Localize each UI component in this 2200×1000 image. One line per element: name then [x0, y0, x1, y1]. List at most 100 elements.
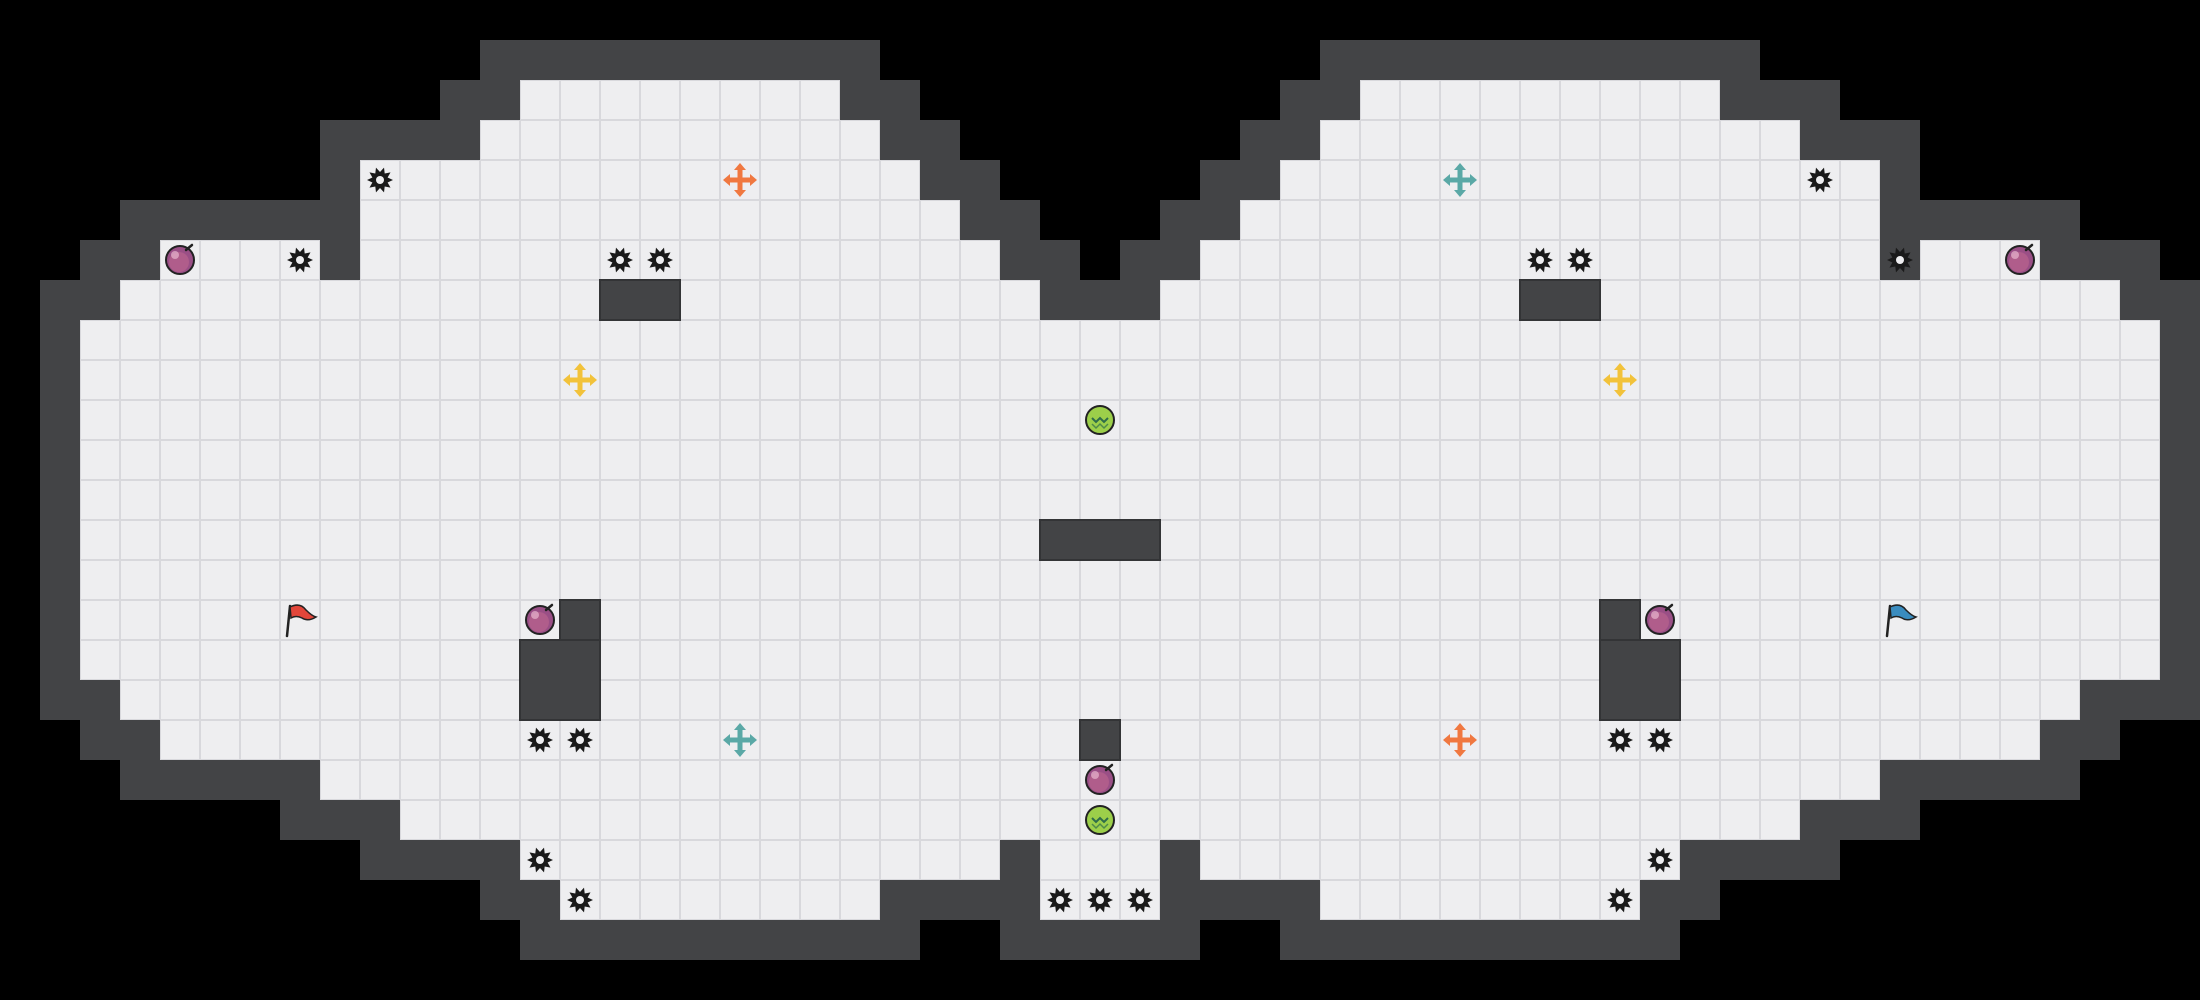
floor-tile: [480, 520, 520, 560]
boost-arrows-icon[interactable]: [1603, 363, 1637, 397]
floor-tile: [1080, 360, 1120, 400]
boost-arrows-icon[interactable]: [563, 363, 597, 397]
floor-tile: [240, 720, 280, 760]
floor-tile: [1360, 360, 1400, 400]
floor-tile: [1240, 480, 1280, 520]
wall-tile: [40, 480, 80, 520]
team-flag-icon-blue[interactable]: [1885, 604, 1918, 638]
floor-tile: [1400, 880, 1440, 920]
floor-tile: [1360, 120, 1400, 160]
floor-tile: [1320, 640, 1360, 680]
boost-arrows-icon[interactable]: [723, 163, 757, 197]
floor-tile: [1360, 720, 1400, 760]
wall-tile: [1880, 800, 1920, 840]
floor-tile: [360, 280, 400, 320]
floor-tile: [1120, 480, 1160, 520]
floor-tile: [680, 800, 720, 840]
floor-tile: [1960, 640, 2000, 680]
floor-tile: [1160, 800, 1200, 840]
floor-tile: [240, 520, 280, 560]
floor-tile: [680, 840, 720, 880]
floor-tile: [640, 480, 680, 520]
floor-tile: [1560, 560, 1600, 600]
wall-tile: [2000, 200, 2040, 240]
floor-tile: [840, 800, 880, 840]
floor-tile: [640, 840, 680, 880]
floor-tile: [600, 640, 640, 680]
potion-bomb-icon[interactable]: [1085, 763, 1115, 795]
wall-tile: [2160, 480, 2200, 520]
wall-tile: [640, 920, 680, 960]
floor-tile: [480, 480, 520, 520]
wall-tile: [200, 760, 240, 800]
floor-tile: [800, 440, 840, 480]
floor-tile: [1480, 880, 1520, 920]
floor-tile: [1280, 240, 1320, 280]
floor-tile: [600, 200, 640, 240]
boost-arrows-icon[interactable]: [1443, 723, 1477, 757]
floor-tile: [720, 800, 760, 840]
floor-tile: [1240, 200, 1280, 240]
floor-tile: [1560, 720, 1600, 760]
floor-tile: [480, 120, 520, 160]
floor-tile: [1160, 440, 1200, 480]
green-powerup-icon[interactable]: [1085, 405, 1115, 435]
floor-tile: [1480, 240, 1520, 280]
floor-tile: [1480, 80, 1520, 120]
floor-tile: [560, 80, 600, 120]
floor-tile: [320, 400, 360, 440]
floor-tile: [840, 680, 880, 720]
wall-tile: [1920, 200, 1960, 240]
floor-tile: [160, 440, 200, 480]
wall-tile: [960, 160, 1000, 200]
floor-tile: [1680, 200, 1720, 240]
floor-tile: [840, 120, 880, 160]
floor-tile: [1600, 480, 1640, 520]
floor-tile: [680, 720, 720, 760]
floor-tile: [1680, 280, 1720, 320]
potion-bomb-icon[interactable]: [1645, 603, 1675, 635]
wall-tile: [480, 40, 520, 80]
floor-tile: [1680, 120, 1720, 160]
floor-tile: [1080, 480, 1120, 520]
wall-tile: [40, 280, 80, 320]
wall-obstacle: [1519, 279, 1601, 321]
green-powerup-icon[interactable]: [1085, 805, 1115, 835]
boost-arrows-icon[interactable]: [723, 723, 757, 757]
floor-tile: [1880, 480, 1920, 520]
wall-layer: [40, 40, 2200, 960]
wall-tile: [1720, 840, 1760, 880]
potion-bomb-icon[interactable]: [165, 243, 195, 275]
floor-tile: [2120, 560, 2160, 600]
floor-tile: [1600, 840, 1640, 880]
floor-tile: [640, 360, 680, 400]
floor-tile: [440, 800, 480, 840]
floor-tile: [440, 400, 480, 440]
floor-tile: [1960, 520, 2000, 560]
floor-tile: [1040, 560, 1080, 600]
floor-tile: [1360, 320, 1400, 360]
wall-tile: [80, 720, 120, 760]
floor-tile: [1160, 680, 1200, 720]
floor-tile: [760, 680, 800, 720]
floor-tile: [1920, 520, 1960, 560]
potion-bomb-icon[interactable]: [525, 603, 555, 635]
wall-tile: [720, 920, 760, 960]
floor-tile: [280, 640, 320, 680]
wall-tile: [320, 160, 360, 200]
floor-tile: [760, 280, 800, 320]
floor-tile: [2120, 600, 2160, 640]
floor-tile: [1760, 120, 1800, 160]
floor-tile: [80, 360, 120, 400]
floor-tile: [160, 560, 200, 600]
potion-bomb-icon[interactable]: [2005, 243, 2035, 275]
wall-tile: [2120, 240, 2160, 280]
team-flag-icon-red[interactable]: [285, 604, 318, 638]
boost-arrows-icon[interactable]: [1443, 163, 1477, 197]
floor-tile: [1800, 440, 1840, 480]
floor-tile: [1720, 480, 1760, 520]
wall-tile: [40, 560, 80, 600]
floor-tile: [160, 360, 200, 400]
floor-tile: [720, 120, 760, 160]
floor-tile: [1120, 360, 1160, 400]
